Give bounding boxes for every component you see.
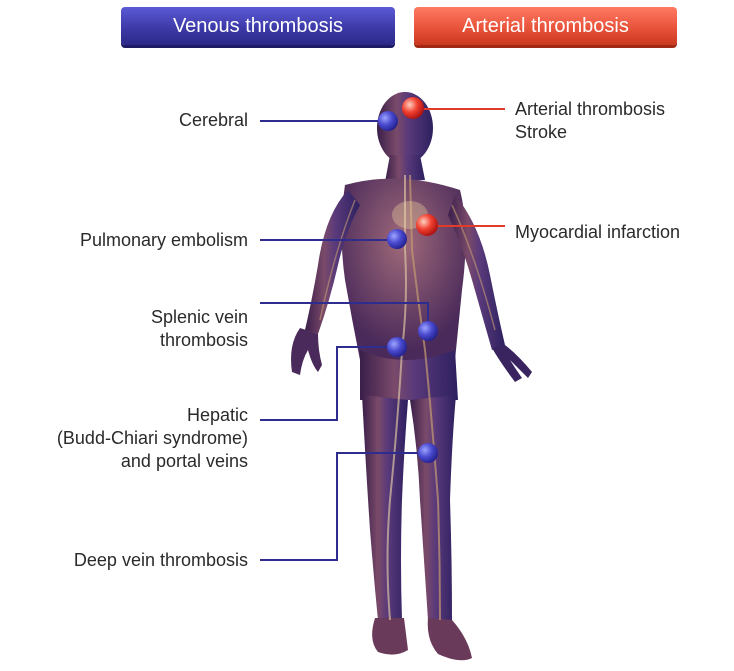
stroke-marker <box>402 97 424 119</box>
stroke-label-line2: Stroke <box>515 121 665 144</box>
hepatic-label-line3: and portal veins <box>57 450 248 473</box>
pulmonary-embolism-label: Pulmonary embolism <box>80 229 248 252</box>
splenic-label-line1: Splenic vein <box>151 306 248 329</box>
hepatic-label-line1: Hepatic <box>57 404 248 427</box>
hepatic-label: Hepatic (Budd-Chiari syndrome) and porta… <box>57 404 248 473</box>
human-figure <box>291 92 532 660</box>
myocardial-infarction-label: Myocardial infarction <box>515 221 680 244</box>
pulmonary-marker <box>387 229 407 249</box>
cerebral-label: Cerebral <box>179 109 248 132</box>
splenic-marker <box>418 321 438 341</box>
hepatic-marker <box>387 337 407 357</box>
cerebral-marker <box>378 111 398 131</box>
arterial-stroke-label: Arterial thrombosis Stroke <box>515 98 665 144</box>
stroke-label-line1: Arterial thrombosis <box>515 98 665 121</box>
mi-marker <box>416 214 438 236</box>
splenic-label-line2: thrombosis <box>151 329 248 352</box>
splenic-vein-label: Splenic vein thrombosis <box>151 306 248 352</box>
dvt-marker <box>418 443 438 463</box>
deep-vein-thrombosis-label: Deep vein thrombosis <box>74 549 248 572</box>
hepatic-label-line2: (Budd-Chiari syndrome) <box>57 427 248 450</box>
